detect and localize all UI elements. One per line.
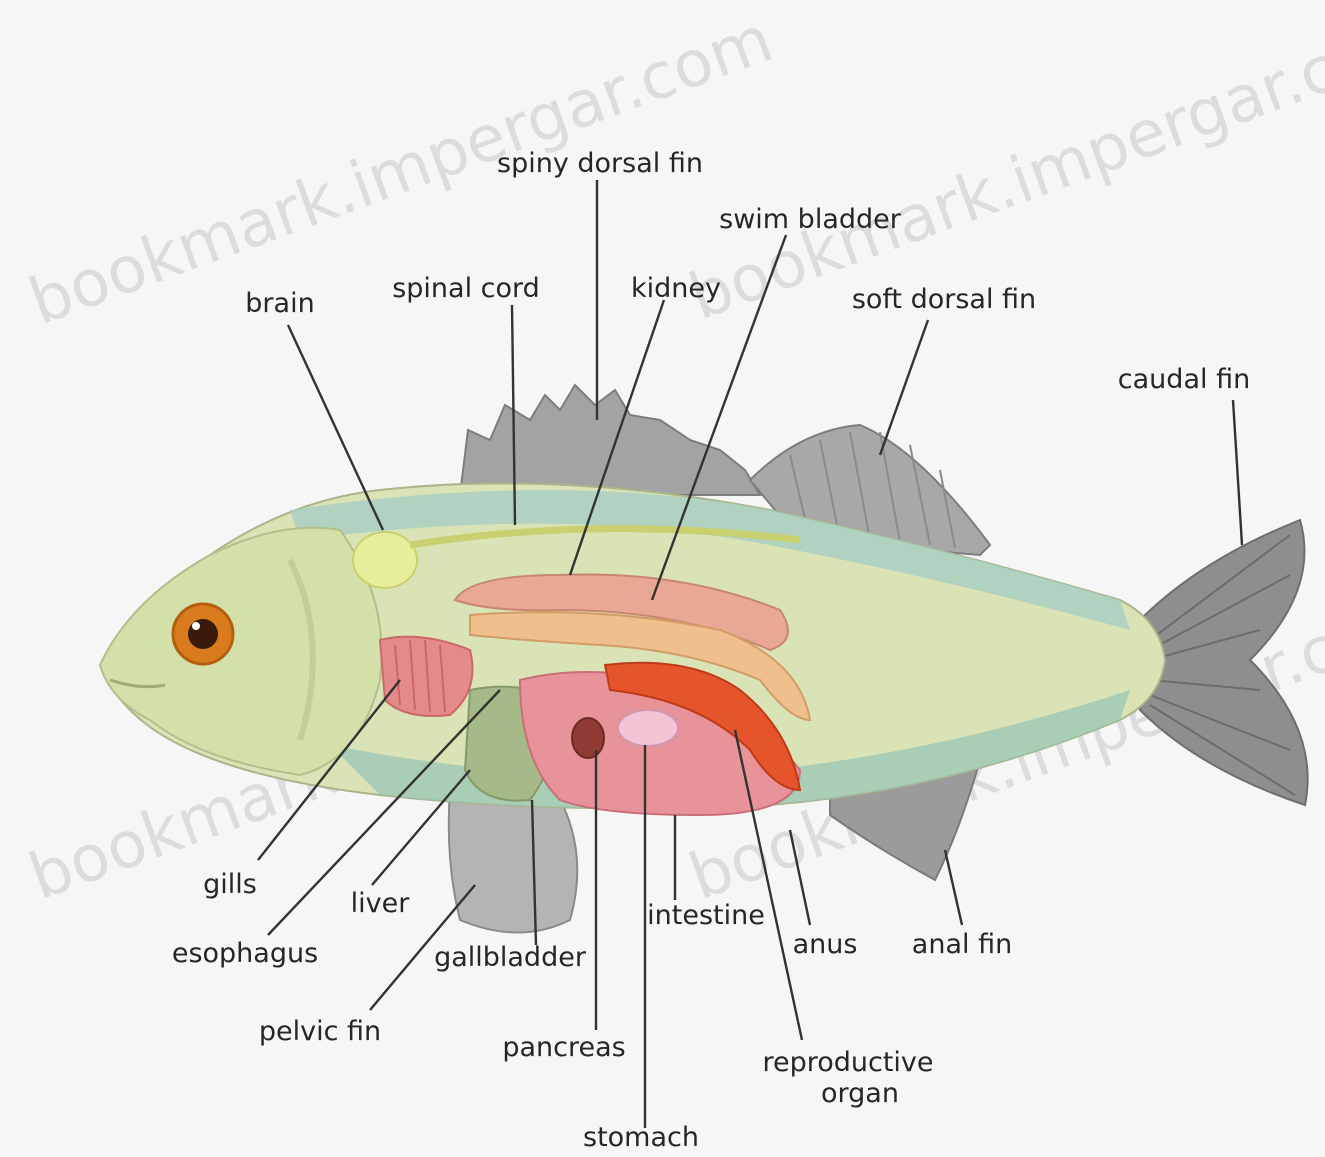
label-spinal-cord: spinal cord [392, 273, 540, 304]
head [100, 528, 382, 775]
label-intestine: intestine [647, 900, 765, 931]
label-caudal-fin: caudal fin [1118, 364, 1250, 395]
label-swim-bladder: swim bladder [719, 204, 902, 235]
pelvic-fin [449, 790, 578, 933]
label-anal-fin: anal fin [912, 929, 1012, 960]
label-spiny-dorsal-fin: spiny dorsal fin [497, 148, 703, 179]
eye-highlight [192, 622, 200, 630]
spiny-dorsal-fin [460, 385, 760, 495]
label-pancreas: pancreas [502, 1032, 625, 1063]
label-reproductive-organ-line1: reproductive [762, 1047, 933, 1078]
label-pelvic-fin: pelvic fin [259, 1016, 381, 1047]
label-reproductive-organ-line2: organ [821, 1078, 899, 1109]
label-esophagus: esophagus [172, 938, 318, 969]
brain [353, 532, 417, 588]
label-liver: liver [351, 888, 411, 919]
gallbladder [572, 718, 604, 758]
label-kidney: kidney [631, 273, 721, 304]
label-soft-dorsal-fin: soft dorsal fin [852, 284, 1036, 315]
label-gallbladder: gallbladder [434, 942, 587, 973]
label-anus: anus [793, 929, 858, 960]
pupil [188, 619, 218, 649]
stomach [618, 710, 678, 746]
label-gills: gills [203, 869, 257, 900]
label-brain: brain [245, 288, 314, 319]
label-stomach: stomach [583, 1122, 699, 1152]
